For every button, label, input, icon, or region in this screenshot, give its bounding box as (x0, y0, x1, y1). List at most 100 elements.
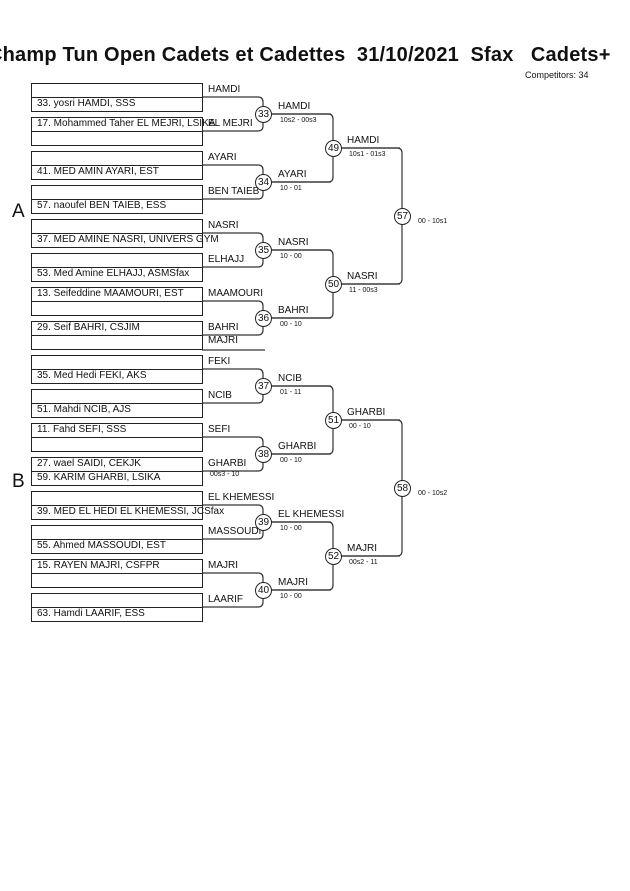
match-winner: GHARBI (278, 441, 317, 452)
match-number: 37 (255, 378, 272, 395)
match-number: 51 (325, 412, 342, 429)
match-score: 01 - 11 (280, 389, 302, 396)
competitor-name: 27. wael SAIDI, CEKJK (37, 458, 141, 469)
competitor-name: 57. naoufel BEN TAIEB, ESS (37, 200, 167, 211)
entry-box[interactable] (31, 185, 203, 214)
match-score: 10 - 00 (280, 593, 302, 600)
entry-box[interactable] (31, 321, 203, 350)
bracket-title: Champ Tun Open Cadets et Cadettes 31/10/… (0, 44, 611, 66)
row-divider (32, 573, 202, 574)
match-number: 33 (255, 106, 272, 123)
entry-box[interactable] (31, 423, 203, 452)
entry-box[interactable] (31, 117, 203, 146)
competitor-name: 55. Ahmed MASSOUDI, EST (37, 540, 166, 551)
match-number: 39 (255, 514, 272, 531)
entry-box[interactable] (31, 151, 203, 180)
match-winner: MAJRI (278, 577, 308, 588)
match-winner: NCIB (278, 373, 302, 384)
match-number: 49 (325, 140, 342, 157)
competitor-name: 59. KARIM GHARBI, LSIKA (37, 472, 161, 483)
pool-label-a: A (12, 201, 25, 222)
row-divider (32, 403, 202, 404)
match-number: 50 (325, 276, 342, 293)
entry-box[interactable] (31, 219, 203, 248)
row-divider (32, 301, 202, 302)
entry-box[interactable] (31, 287, 203, 316)
entry-box[interactable] (31, 491, 203, 520)
competitor-name: 11. Fahd SEFI, SSS (37, 424, 127, 435)
slot-label: MAAMOURI (208, 288, 263, 299)
slot-label: AYARI (208, 152, 237, 163)
entry-box[interactable] (31, 525, 203, 554)
match-number: 57 (394, 208, 411, 225)
match-score: 00 - 10s2 (418, 490, 448, 497)
match-score: 10s2 - 00s3 (280, 117, 317, 124)
match-score: 10 - 00 (280, 253, 302, 260)
entry-box[interactable] (31, 83, 203, 112)
match-winner: AYARI (278, 169, 307, 180)
competitor-name: 51. Mahdi NCIB, AJS (37, 404, 131, 415)
row-divider (32, 233, 202, 234)
match-winner: MAJRI (347, 543, 377, 554)
match-score: 00 - 10s1 (418, 218, 448, 225)
match-score: 10s1 - 01s3 (349, 151, 386, 158)
entry-box[interactable] (31, 253, 203, 282)
slot-label: FEKI (208, 356, 231, 367)
match-score: 00s2 - 11 (349, 559, 378, 566)
match-number: 34 (255, 174, 272, 191)
entry-box[interactable] (31, 355, 203, 384)
competitor-name: 13. Seifeddine MAAMOURI, EST (37, 288, 184, 299)
match-number: 52 (325, 548, 342, 565)
match-score: 00 - 10 (349, 423, 371, 430)
match-winner: NASRI (347, 271, 378, 282)
match-score: 00 - 10 (280, 321, 302, 328)
match-score: 10 - 00 (280, 525, 302, 532)
match-winner: BAHRI (278, 305, 309, 316)
competitor-name: 63. Hamdi LAARIF, ESS (37, 608, 145, 619)
match-score: 10 - 01 (280, 185, 302, 192)
slot-label-extra: MAJRI (208, 335, 238, 346)
competitor-name: 53. Med Amine ELHAJJ, ASMSfax (37, 268, 190, 279)
row-divider (32, 131, 202, 132)
competitor-name: 35. Med Hedi FEKI, AKS (37, 370, 147, 381)
slot-label: SEFI (208, 424, 231, 435)
match-number: 40 (255, 582, 272, 599)
slot-label: HAMDI (208, 84, 241, 95)
slot-label: EL KHEMESSI (208, 492, 275, 503)
slot-label: BEN TAIEB (208, 186, 260, 197)
slot-label: MAJRI (208, 560, 238, 571)
slot-label: EL MEJRI (208, 118, 253, 129)
match-number: 36 (255, 310, 272, 327)
slot-label: ELHAJJ (208, 254, 245, 265)
entry-box[interactable] (31, 389, 203, 418)
competitor-name: 17. Mohammed Taher EL MEJRI, LSIKA (37, 118, 216, 129)
round3-connector (341, 147, 403, 285)
row-divider (32, 165, 202, 166)
match-winner: HAMDI (278, 101, 311, 112)
slot-score-extra: 00s3 - 10 (210, 471, 240, 478)
slot-label: MASSOUDI (208, 526, 262, 537)
competitor-name: 39. MED EL HEDI EL KHEMESSI, JCSfax (37, 506, 225, 517)
pool-label-b: B (12, 471, 25, 492)
match-winner: EL KHEMESSI (278, 509, 345, 520)
entry-box[interactable] (31, 559, 203, 588)
row-divider (32, 505, 202, 506)
row-divider (32, 97, 202, 98)
row-divider (32, 471, 202, 472)
row-divider (32, 267, 202, 268)
competitor-count: Competitors: 34 (525, 70, 589, 80)
slot-label: NCIB (208, 390, 232, 401)
entry-box[interactable] (31, 593, 203, 622)
entry-box[interactable] (31, 457, 203, 486)
row-divider (32, 539, 202, 540)
match-score: 00 - 10 (280, 457, 302, 464)
slot-label: NASRI (208, 220, 239, 231)
competitor-name: 37. MED AMINE NASRI, UNIVERS GYM (37, 234, 219, 245)
match-winner: HAMDI (347, 135, 380, 146)
competitor-name: 29. Seif BAHRI, CSJIM (37, 322, 140, 333)
match-number: 58 (394, 480, 411, 497)
competitor-name: 33. yosri HAMDI, SSS (37, 98, 136, 109)
slot-label: LAARIF (208, 594, 244, 605)
match-winner: NASRI (278, 237, 309, 248)
row-divider (32, 369, 202, 370)
